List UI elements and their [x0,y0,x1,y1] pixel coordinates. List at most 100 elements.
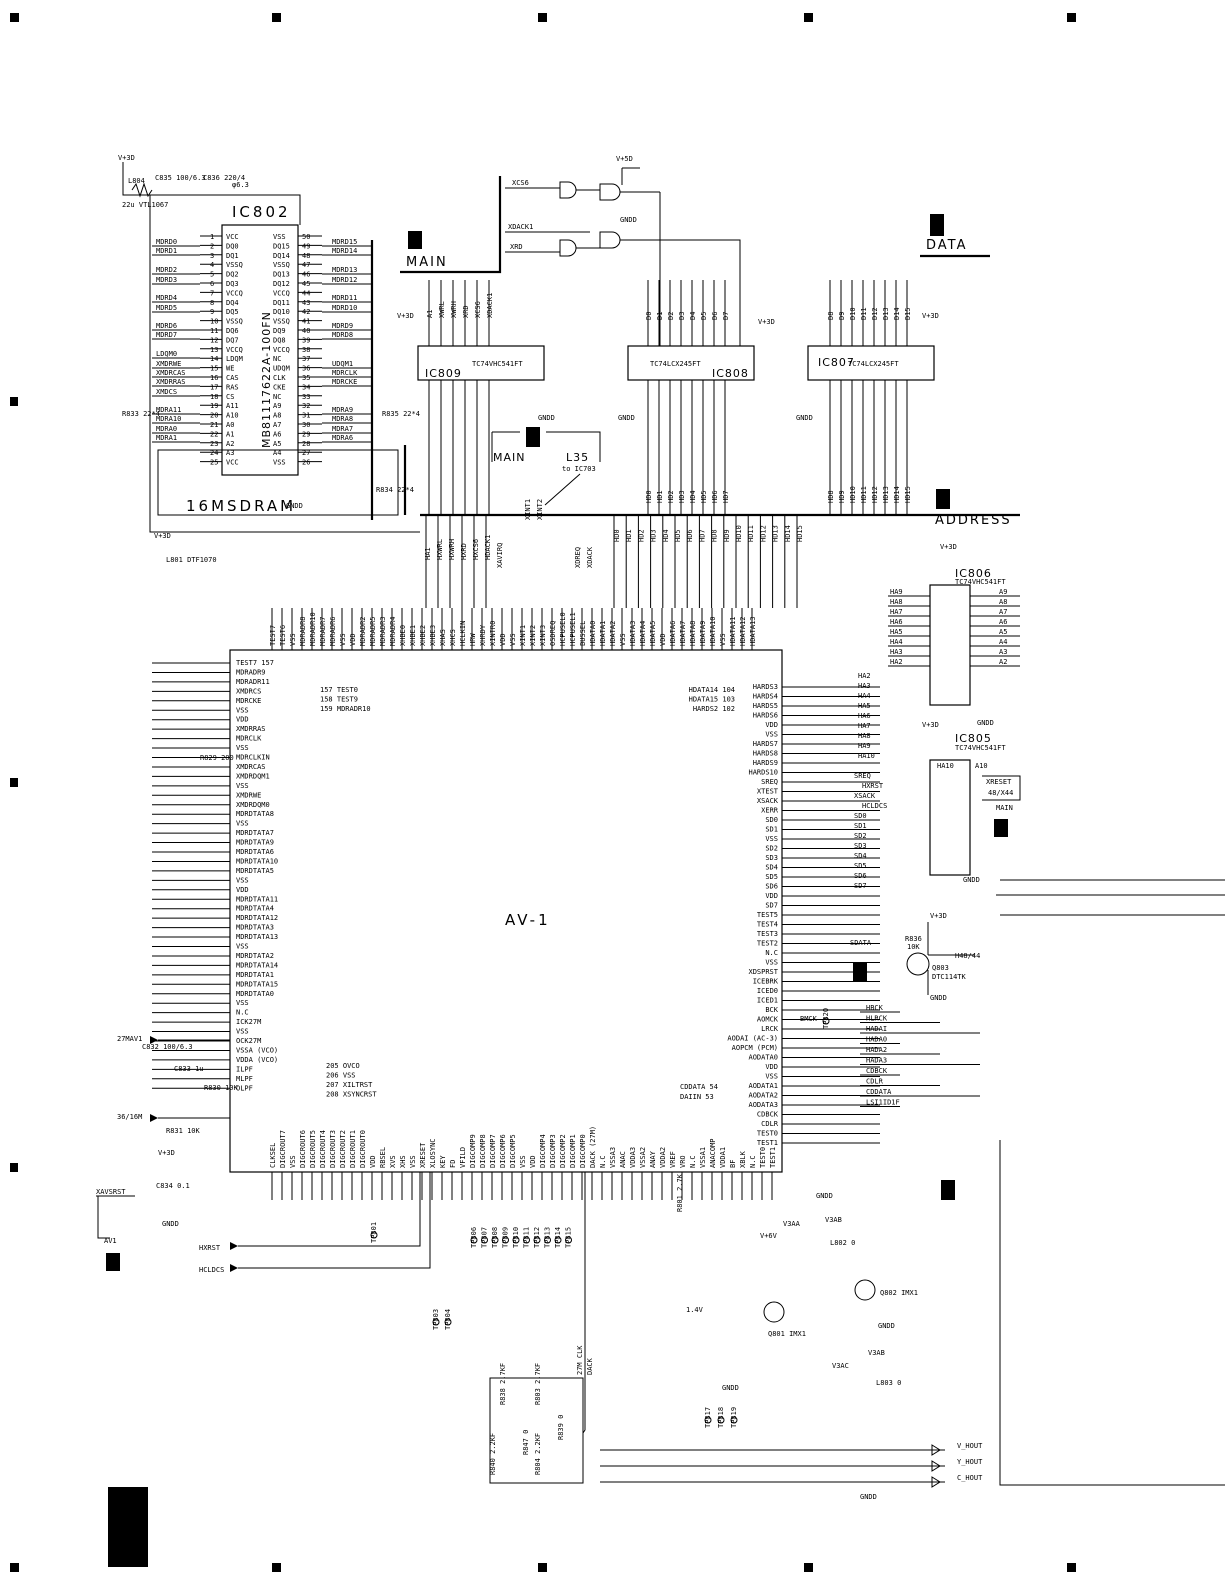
audio-net-label: CDLR [866,1078,884,1086]
test-point-label: TP820 [822,1008,830,1029]
av1-right-pin: CDBCK [757,1111,779,1119]
test-point-marker [444,1318,452,1326]
bottom-gnd-label: GNDD [860,1493,877,1501]
av1-right-pin: SD3 [765,854,778,862]
output-arrow [931,1460,941,1472]
q803-transistor: Q803 DTC114TK R836 10K V+3D H48/44 GNDD … [850,912,980,1002]
av1-right-pin: SD2 [765,845,778,853]
sd-net-label: HXRST [862,782,884,790]
av1-left-pin: XMDRWE [236,791,261,799]
dack-label: DACK [586,1357,594,1375]
right-ha-label: HA9 [858,742,871,750]
test-point-label: TP807 [481,1227,489,1248]
ic808-pin-label: D4 [689,312,697,320]
ic808-pin-label: D3 [678,312,686,320]
test-point-marker [717,1416,725,1424]
address-label: ADDRESS [935,513,1012,528]
left-gnd-label: GNDD [162,1220,179,1228]
ic802-part: MB81117622A-100FN [260,311,273,448]
ic802-pin-num: 30 [302,421,310,429]
top-hd-label: HD8 [711,529,719,542]
v3ac-label: V3AC [832,1362,849,1370]
ic809-part: TC74VHC541FT [472,360,523,368]
av1-bottom-pin: DIGCROUT6 [299,1130,307,1168]
top-hd-label: HD10 [735,525,743,542]
av1-right-pin: ICEBRK [753,978,779,986]
vtl-label: 22u VTL1067 [122,201,168,209]
ic802-net-right: MDRD8 [332,331,353,339]
av1-note-bottom: 207 XILTRST [326,1081,373,1089]
av1-top-pin: HDATA7 [679,621,687,646]
av1-bottom-pin: VSSA3 [609,1147,617,1168]
av1-right-pin: VSS [765,959,778,967]
video-output-label: C_HOUT [957,1474,983,1482]
ic802-pin-right: A8 [273,412,281,420]
av1-right-pin: XDSPRST [748,968,778,976]
v5d-label: V+5D [616,155,633,163]
av1-bottom-pin: ANACOMP [709,1138,717,1168]
ic802-net-left: XMDCS [156,388,177,396]
av1-left-pin: TEST7 157 [236,659,274,667]
ic802-net-left: MDRA0 [156,425,177,433]
ic802-pin-num: 44 [302,289,310,297]
ic802-pin-right: DQ12 [273,280,290,288]
ic802-pin-right: DQ11 [273,299,290,307]
av1-cd-note: CDDATA 54 [680,1083,718,1091]
ic802-sdram: IC802 16MSDRAM MB81117622A-100FN VCC1DQ0… [152,203,399,520]
test-point-label: TP803 [432,1309,440,1330]
ic807-hd-label: HD15 [904,486,912,503]
ic802-net-right: MDRCKE [332,378,357,386]
av1-right-pin: HARDS6 [753,712,778,720]
test-point-marker [491,1236,499,1244]
test-point-label: TP818 [717,1407,725,1428]
ic802-pin-num: 41 [302,318,310,326]
ic802-net-right: MDRD15 [332,238,357,246]
av1-right-pin: AODAI (AC-3) [727,1035,778,1043]
av1-note-right: HARDS2 102 [693,705,735,713]
ic802-pin-right: DQ10 [273,308,290,316]
ic802-net-left: XMDRCAS [156,369,186,377]
v6v-label: V+6V [760,1232,778,1240]
av1-top-pin: XHBE2 [419,625,427,646]
av1-left-pin: MDRDTATA11 [236,895,278,903]
ic802-desc: 16MSDRAM [186,497,296,515]
ic807-transceiver: IC807 TC74LCX245FT V+3D D8HD8D9HD9D10HD1… [796,280,939,515]
ic802-pin-num: 21 [210,421,218,429]
av1-top-pin: MDRADR5 [369,616,377,646]
av1-note-right: HDATA15 103 [689,696,735,704]
ic807-hd-label: HD11 [860,486,868,503]
ic802-pin-left: VSSQ [226,261,243,269]
av1-bottom-pin: TEST0 [759,1147,767,1168]
top-hd-label: HD0 [613,529,621,542]
sd-net-label: SD6 [854,872,867,880]
test-point-marker [502,1236,509,1244]
top-hd-label: HD11 [747,525,755,542]
av1-left-pin: VDDA (VCO) [236,1056,278,1064]
l803-label: L803 0 [876,1379,901,1387]
av1-top-pin: BUSSEL [579,621,587,646]
av1-bottom-pin: ANAC [619,1151,627,1168]
av1-left-pin: MDRDTATA0 [236,990,274,998]
av1-note-left: 158 TEST9 [320,696,358,704]
av1-bottom-pin: N.C [689,1155,697,1168]
ic805-part: TC74VHC541FT [955,744,1006,752]
q802-label: Q802 IMX1 [880,1289,918,1297]
ic802-net-left: MDRD3 [156,276,177,284]
av1-top-pin: HDATA11 [729,616,737,646]
av1-left-pin: MDRDTATA8 [236,810,274,818]
ic802-net-left: XMDRWE [156,360,181,368]
ic802-left-nets: MDRD0MDRD1MDRD2MDRD3MDRD4MDRD5MDRD6MDRD7… [152,238,200,443]
av1-bottom-pin: XHS [399,1155,407,1168]
ic802-pin-num: 7 [210,289,214,297]
v3d-label-808: V+3D [758,318,775,326]
v3d-label-2: V+3D [154,532,171,540]
ic802-pin-num: 26 [302,459,310,467]
ic806-label: IC806 [955,567,992,580]
ic802-pin-right: DQ14 [273,252,290,260]
av1-right-pin: AOPCM (PCM) [732,1044,778,1052]
c836-label: C836 220/4 [203,174,245,182]
ic802-pin-right: VSSQ [273,318,290,326]
av1-bottom-pin: DIGCOMP3 [549,1134,557,1168]
av1-left-pin: MDRDTATA2 [236,952,274,960]
